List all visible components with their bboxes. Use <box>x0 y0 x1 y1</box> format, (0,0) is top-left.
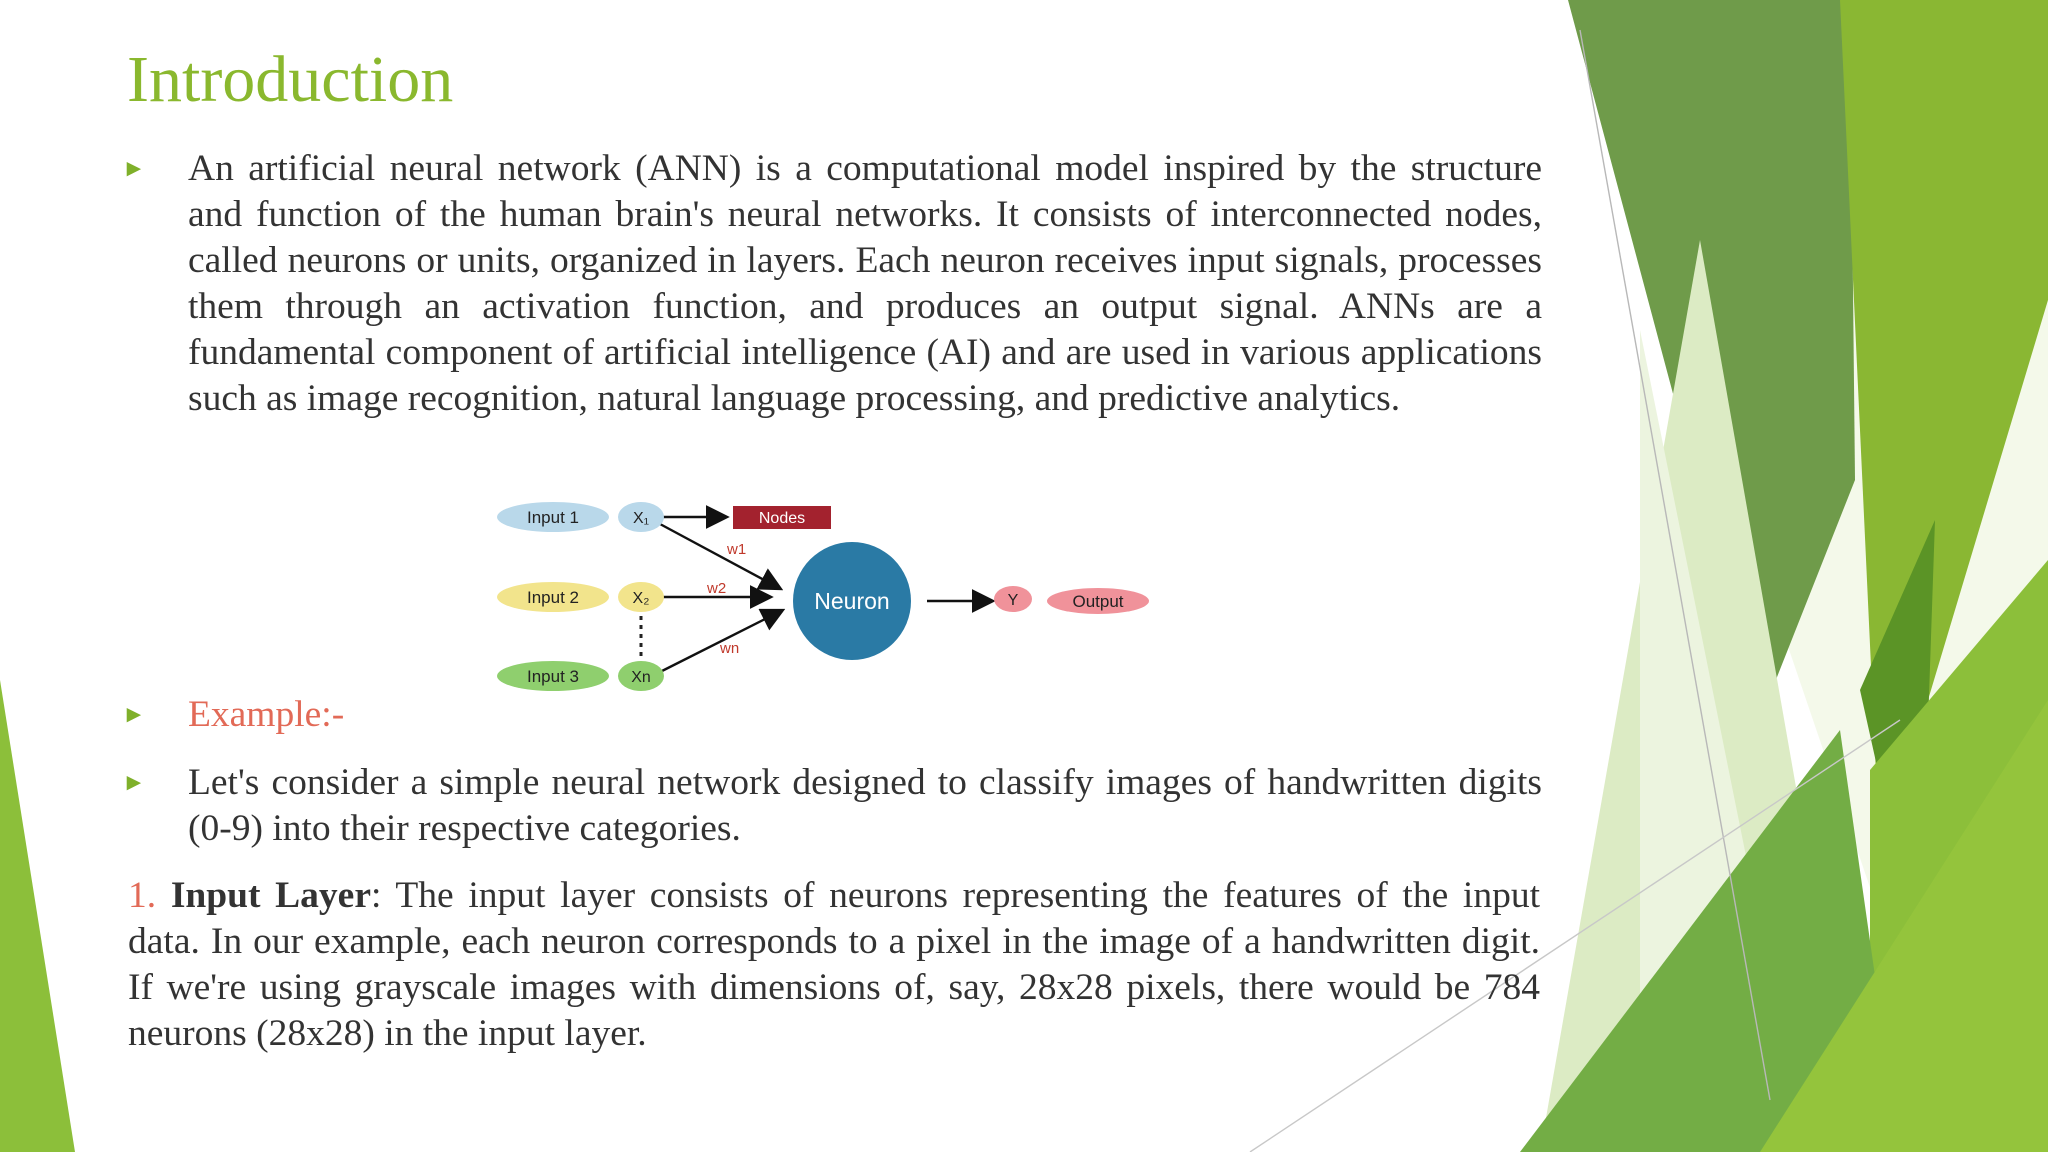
weight-w1-label: w1 <box>726 541 746 558</box>
input-1-node <box>497 502 609 532</box>
input-3-label: Input 3 <box>527 667 579 686</box>
xn-node <box>618 661 664 691</box>
arrow-xn-neuron <box>659 608 786 674</box>
paragraph-text: : The input layer consists of neurons re… <box>128 875 1541 1054</box>
input-2-node <box>497 582 609 612</box>
bullet-arrow-icon: ► <box>122 770 146 796</box>
bullet-item: ► An artificial neural network (ANN) is … <box>120 146 1542 422</box>
xn-label: Xn <box>631 669 651 686</box>
arrow-x1-neuron <box>659 522 784 591</box>
input-1-label: Input 1 <box>527 508 579 527</box>
weight-wn-label: wn <box>719 640 739 657</box>
output-node <box>1047 588 1149 614</box>
input-layer-paragraph: 1. Input Layer: The input layer consists… <box>128 873 1540 1057</box>
ann-diagram: Input 1 Input 2 Input 3 X₁ X₂ Xn Nodes w… <box>497 502 1149 691</box>
bullet-arrow-icon: ► <box>122 156 146 182</box>
bullet-arrow-icon: ► <box>122 702 146 728</box>
example-heading: Example:- <box>188 694 345 735</box>
output-label: Output <box>1072 592 1123 611</box>
term-input-layer: Input Layer <box>170 875 371 916</box>
bullet-item: ► Let's consider a simple neural network… <box>120 760 1542 852</box>
x2-node <box>618 582 664 612</box>
list-number: 1. <box>128 875 157 916</box>
x1-label: X₁ <box>633 510 649 527</box>
bullet-text: An artificial neural network (ANN) is a … <box>188 148 1542 419</box>
input-3-node <box>497 661 609 691</box>
x1-node <box>618 502 664 532</box>
neuron-label: Neuron <box>814 588 889 614</box>
nodes-label: Nodes <box>759 510 805 527</box>
y-node <box>994 586 1032 612</box>
bullet-item: ► Example:- <box>120 692 1542 738</box>
slide-title: Introduction <box>127 43 454 116</box>
nodes-box <box>733 506 831 529</box>
weight-w2-label: w2 <box>706 580 726 597</box>
bullet-text: Let's consider a simple neural network d… <box>188 762 1542 849</box>
x2-label: X₂ <box>633 590 650 607</box>
y-label: Y <box>1008 592 1019 609</box>
neuron-node <box>793 542 911 660</box>
input-2-label: Input 2 <box>527 588 579 607</box>
